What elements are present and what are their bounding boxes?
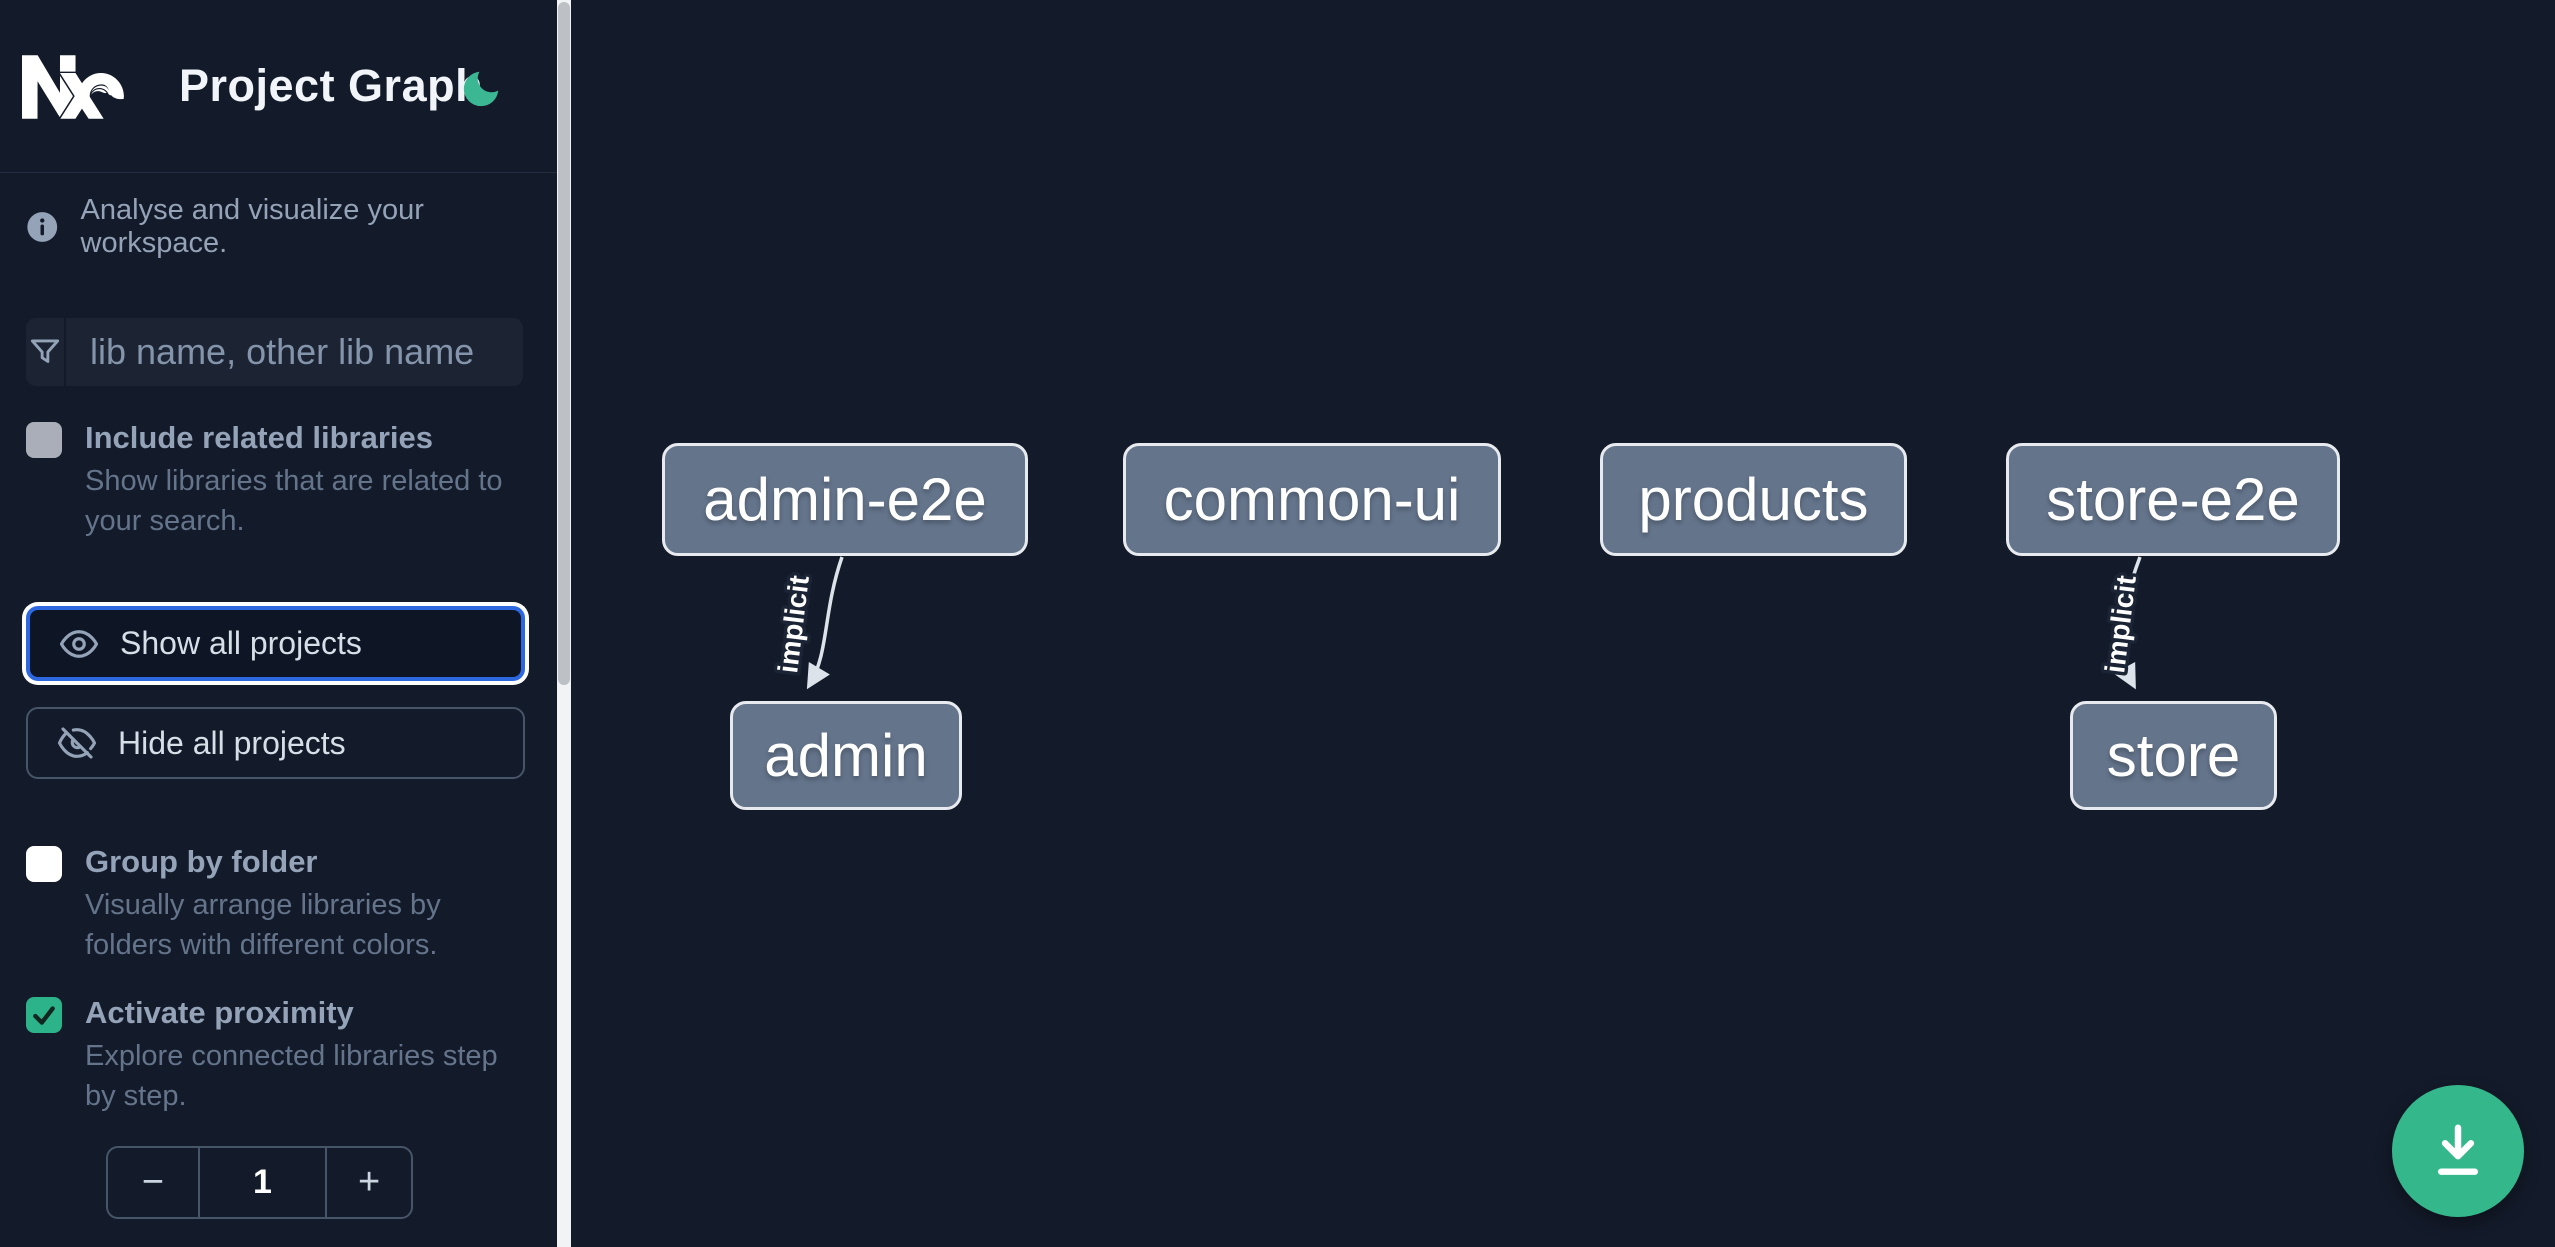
- download-icon: [2437, 1124, 2479, 1175]
- graph-node-store[interactable]: store: [2070, 701, 2277, 810]
- activate-proximity-checkbox[interactable]: [26, 997, 62, 1033]
- include-related-checkbox[interactable]: [26, 422, 62, 458]
- graph-edges-layer: implicit implicit: [769, 556, 2145, 690]
- workspace-info-text: Analyse and visualize your workspace.: [80, 194, 424, 259]
- graph-canvas[interactable]: implicit implicit admin-e2e common-ui pr…: [571, 0, 2555, 1247]
- nx-logo: [22, 55, 124, 119]
- decrement-button[interactable]: −: [108, 1148, 200, 1217]
- include-related-texts: Include related libraries Show libraries…: [85, 420, 531, 541]
- group-by-folder-option: Group by folder Visually arrange librari…: [26, 844, 531, 965]
- filter-funnel-icon: [30, 339, 60, 363]
- hide-all-projects-label: Hide all projects: [118, 724, 346, 761]
- graph-node-admin-e2e[interactable]: admin-e2e: [662, 443, 1028, 556]
- download-image-button[interactable]: [2392, 1085, 2524, 1217]
- group-by-folder-texts: Group by folder Visually arrange librari…: [85, 844, 531, 965]
- graph-node-common-ui[interactable]: common-ui: [1123, 443, 1501, 556]
- include-related-option: Include related libraries Show libraries…: [26, 420, 531, 541]
- graph-node-store-e2e[interactable]: store-e2e: [2006, 443, 2340, 556]
- filter-icon-cell: [26, 318, 66, 386]
- page-title: Project Graph: [179, 60, 484, 111]
- activate-proximity-label[interactable]: Activate proximity: [85, 995, 354, 1030]
- sidebar: Project Graph Analyse and visualize your…: [0, 0, 557, 1247]
- sidebar-scrollbar-thumb[interactable]: [558, 2, 570, 685]
- proximity-depth-stepper: − 1 +: [106, 1146, 413, 1219]
- sidebar-header: Project Graph: [0, 0, 557, 173]
- search-box: [26, 318, 523, 386]
- show-all-projects-label: Show all projects: [120, 625, 362, 661]
- workspace-info: Analyse and visualize your workspace.: [26, 194, 557, 260]
- show-all-projects-button[interactable]: Show all projects: [26, 606, 525, 681]
- edge-label-implicit: implicit: [772, 574, 815, 675]
- eye-off-icon: [57, 727, 97, 759]
- search-input[interactable]: [66, 318, 523, 386]
- group-by-folder-description: Visually arrange libraries by folders wi…: [85, 889, 441, 961]
- stepper-value[interactable]: 1: [253, 1163, 272, 1201]
- graph-node-products[interactable]: products: [1600, 443, 1907, 556]
- eye-icon: [59, 629, 99, 658]
- activate-proximity-texts: Activate proximity Explore connected lib…: [85, 995, 531, 1116]
- checkmark-icon: [33, 1006, 55, 1025]
- include-related-description: Show libraries that are related to your …: [85, 465, 503, 537]
- moon-icon: [463, 71, 499, 107]
- activate-proximity-description: Explore connected libraries step by step…: [85, 1040, 498, 1112]
- sidebar-scrollbar-track[interactable]: [557, 0, 571, 1247]
- theme-toggle-button[interactable]: [458, 66, 504, 112]
- graph-node-admin[interactable]: admin: [730, 701, 962, 810]
- group-by-folder-checkbox[interactable]: [26, 846, 62, 882]
- hide-all-projects-button[interactable]: Hide all projects: [26, 707, 525, 779]
- activate-proximity-option: Activate proximity Explore connected lib…: [26, 995, 531, 1116]
- edge-store-e2e-to-store[interactable]: [2113, 556, 2142, 690]
- edge-label-implicit: implicit: [2099, 574, 2142, 675]
- edge-admin-e2e-to-admin[interactable]: [806, 556, 844, 690]
- include-related-label[interactable]: Include related libraries: [85, 420, 434, 455]
- group-by-folder-label[interactable]: Group by folder: [85, 844, 318, 879]
- info-icon: [27, 212, 58, 242]
- increment-button[interactable]: +: [325, 1148, 411, 1217]
